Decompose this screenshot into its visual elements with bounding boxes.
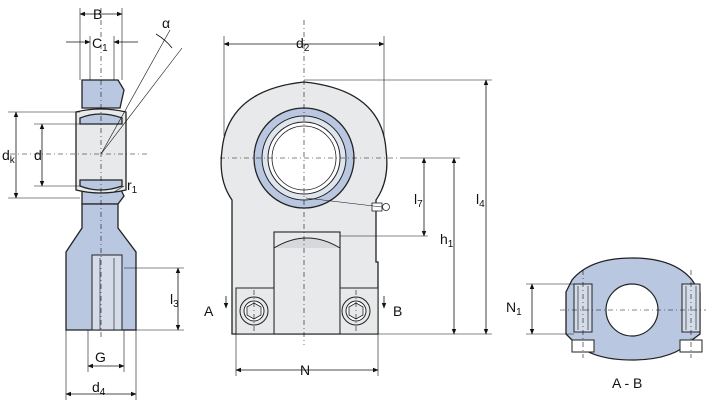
- side-view: B C1 α dk d r1: [2, 6, 184, 400]
- thread-insert: [91, 254, 123, 331]
- dim-dk: dk: [2, 147, 16, 166]
- dim-h1: h1: [440, 231, 454, 250]
- dim-N1: N1: [506, 299, 522, 318]
- dim-C1: C1: [92, 35, 108, 54]
- dim-N: N: [300, 362, 310, 378]
- dim-l4: l4: [476, 191, 485, 210]
- inner-ring: [75, 108, 127, 194]
- outer-ring-top: [81, 79, 125, 109]
- dim-alpha: α: [162, 15, 170, 31]
- dim-r1: r1: [127, 177, 138, 196]
- dim-l7: l7: [414, 191, 423, 210]
- section-view-A-B: N1 A - B: [506, 257, 706, 391]
- dim-d: d: [34, 147, 42, 163]
- dim-l3: l3: [170, 291, 179, 310]
- section-mark-B: B: [393, 303, 402, 319]
- front-view: d2 l4 h1 l7 A B N: [204, 20, 492, 378]
- dim-B-top: B: [93, 6, 102, 22]
- ball-bottom: [79, 179, 123, 191]
- section-mark-A: A: [204, 303, 214, 319]
- dim-d4: d4: [92, 379, 106, 398]
- dim-G: G: [95, 349, 106, 365]
- section-title: A - B: [612, 375, 642, 391]
- front-slot: [273, 231, 341, 335]
- dim-d2: d2: [296, 35, 310, 54]
